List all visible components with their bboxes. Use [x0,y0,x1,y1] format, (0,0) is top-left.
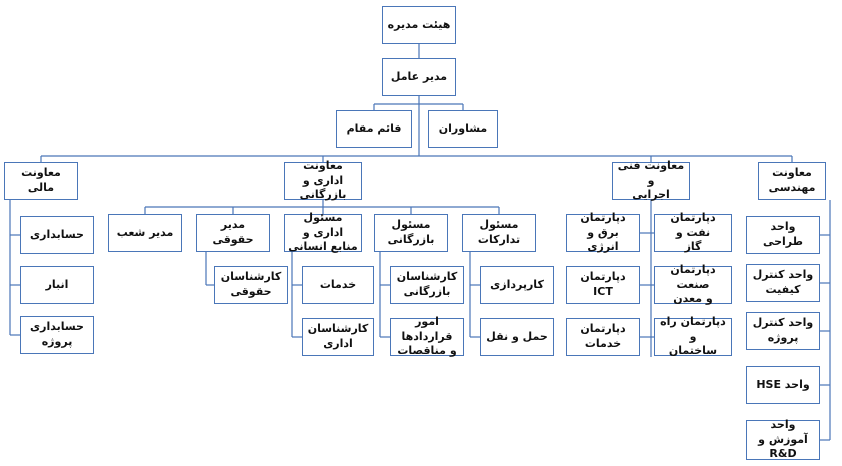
admin-commerce-deputy-box: معاونت اداری و بازرگانی [284,159,362,201]
design-unit-box: واحد طراحی [746,216,820,254]
technical-deputy-box: معاونت فنی و اجرایی [612,159,690,201]
ceo-box: مدیر عامل [382,58,456,96]
hr-manager-box: مسئول اداری و منابع انسانی [284,211,362,253]
admin-experts-box: کارشناسان اداری [302,318,374,356]
legal-expert-box: کارشناسان حقوقی [214,266,288,304]
training-rd-unit-box: واحد آموزش و R&D [746,418,820,460]
finance-deputy-box: معاونت مالی [4,162,78,200]
industry-mining-department-box: دپارتمان صنعت و معدن [654,263,732,305]
quality-control-unit-box: واحد کنترل کیفیت [746,264,820,302]
transport-box: حمل و نقل [480,318,554,356]
services-box: خدمات [302,266,374,304]
road-building-department-box: دپارتمان راه و ساختمان [654,315,732,357]
deputy-box: قائم مقام [336,110,412,148]
procurement-manager-box: مسئول تدارکات [462,214,536,252]
project-control-unit-box: واحد کنترل پروژه [746,312,820,350]
hse-unit-box: واحد HSE [746,366,820,404]
branches-manager-box: مدیر شعب [108,214,182,252]
commerce-experts-box: کارشناسان بازرگانی [390,266,464,304]
board-box: هیئت مدیره [382,6,456,44]
project-accounting-box: حسابداری پروژه [20,316,94,354]
legal-manager-box: مدیر حقوقی [196,214,270,252]
warehouse-box: انبار [20,266,94,304]
advisors-box: مشاوران [428,110,498,148]
services-department-box: دپارتمان خدمات [566,318,640,356]
power-department-box: دپارتمان برق و انرژی [566,211,640,253]
purchasing-box: کارپردازی [480,266,554,304]
accounting-box: حسابداری [20,216,94,254]
oil-gas-department-box: دپارتمان نفت و گاز [654,211,732,253]
engineering-deputy-box: معاونت مهندسی [758,162,826,200]
ict-department-box: دپارتمان ICT [566,266,640,304]
contracts-box: امور قراردادها و مناقصات [390,315,464,357]
commerce-manager-box: مسئول بازرگانی [374,214,448,252]
